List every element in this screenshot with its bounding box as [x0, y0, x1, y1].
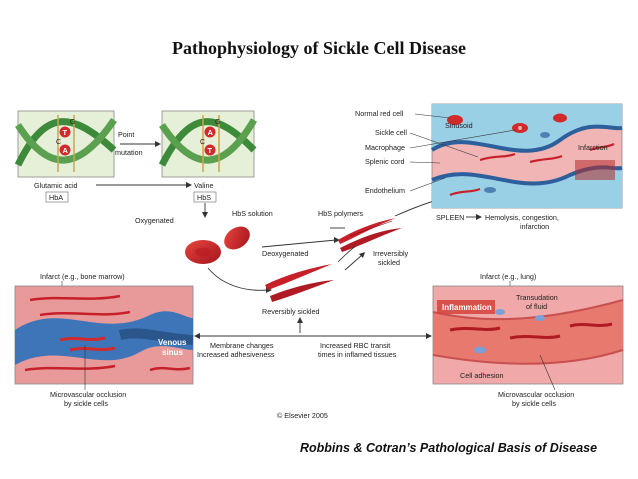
lung-panel — [432, 285, 624, 385]
base-a2-label: A — [208, 128, 214, 137]
inflammation-label: Inflammation — [442, 303, 492, 312]
copyright-label: © Elsevier 2005 — [277, 411, 328, 420]
infarction-label: Infarction — [578, 143, 608, 152]
normal-red-cell-label: Normal red cell — [355, 109, 404, 118]
venous-label-2: sinus — [162, 348, 183, 357]
cell-adhesion-label: Cell adhesion — [460, 371, 504, 380]
membrane-label-2: Increased adhesiveness — [197, 350, 275, 359]
hba-box — [45, 191, 69, 203]
base-t2-label: T — [208, 146, 213, 155]
base-circle-a2 — [204, 126, 216, 138]
lung-occlusion-label-1: Microvascular occlusion — [498, 390, 574, 399]
base-circle-t2 — [204, 144, 216, 156]
reversibly-sickled-cell-2 — [270, 280, 334, 302]
hbs-solution-rbc — [224, 226, 250, 250]
spleen-label: SPLEEN — [436, 213, 464, 222]
splenic-cord-label: Splenic cord — [365, 157, 405, 166]
hba-label: HbA — [49, 193, 63, 202]
irreversibly-label-2: sickled — [378, 258, 400, 267]
spleen-outcome-2: infarction — [520, 222, 549, 231]
mutation-arrow-head — [155, 141, 161, 147]
venous-label-1: Venous — [158, 338, 187, 347]
bone-infarct-label: Infarct (e.g., bone marrow) — [40, 272, 125, 281]
spleen-panel — [430, 103, 623, 209]
transit-label-2: times in inflamed tissues — [318, 350, 397, 359]
hbs-solution-label: HbS solution — [232, 209, 273, 218]
lung-occlusion-label-2: by sickle cells — [512, 399, 556, 408]
base-t-label: T — [63, 128, 68, 137]
glutamic-acid-label: Glutamic acid — [34, 181, 78, 190]
endothelium-label: Endothelium — [365, 186, 405, 195]
bone-marrow-panel — [14, 285, 194, 385]
mutation-label: mutation — [115, 148, 143, 157]
hbs-polymer-cell-1 — [338, 218, 396, 244]
deoxygenated-label: Deoxygenated — [262, 249, 308, 258]
hbs-box — [193, 191, 217, 203]
transit-label-1: Increased RBC transit — [320, 341, 390, 350]
base-c2-label: C — [200, 139, 205, 146]
sickle-cell-label: Sickle cell — [375, 128, 407, 137]
oxygenated-label: Oxygenated — [135, 216, 174, 225]
dna-panel-mutant: A T C G — [158, 110, 258, 178]
sinusoid-label: Sinusoid — [445, 121, 473, 130]
base-c-label: C — [56, 139, 61, 146]
base-circle-a — [59, 144, 71, 156]
membrane-label-1: Membrane changes — [210, 341, 274, 350]
dna-panel-normal: T A C G — [14, 110, 117, 178]
point-label: Point — [118, 130, 134, 139]
hbs-polymers-label: HbS polymers — [318, 209, 364, 218]
lung-infarct-label: Infarct (e.g., lung) — [480, 272, 536, 281]
base-g-label: G — [70, 119, 75, 126]
source-credit: Robbins & Cotran’s Pathological Basis of… — [300, 441, 598, 455]
irreversibly-label-1: Irreversibly — [373, 249, 409, 258]
transudation-label-2: of fluid — [526, 302, 547, 311]
hbs-label: HbS — [197, 193, 211, 202]
spleen-outcome-1: Hemolysis, congestion, — [485, 213, 559, 222]
macrophage-label: Macrophage — [365, 143, 405, 152]
transudation-label-1: Transudation — [516, 293, 558, 302]
base-a-label: A — [63, 146, 69, 155]
base-g2-label: G — [215, 119, 220, 126]
bone-occlusion-label-1: Microvascular occlusion — [50, 390, 126, 399]
reversibly-sickled-label: Reversibly sickled — [262, 307, 320, 316]
bone-occlusion-label-2: by sickle cells — [64, 399, 108, 408]
base-circle-t — [59, 126, 71, 138]
page-title: Pathophysiology of Sickle Cell Disease — [171, 38, 466, 58]
valine-label: Valine — [194, 181, 213, 190]
reversibly-sickled-cell-1 — [265, 264, 332, 290]
